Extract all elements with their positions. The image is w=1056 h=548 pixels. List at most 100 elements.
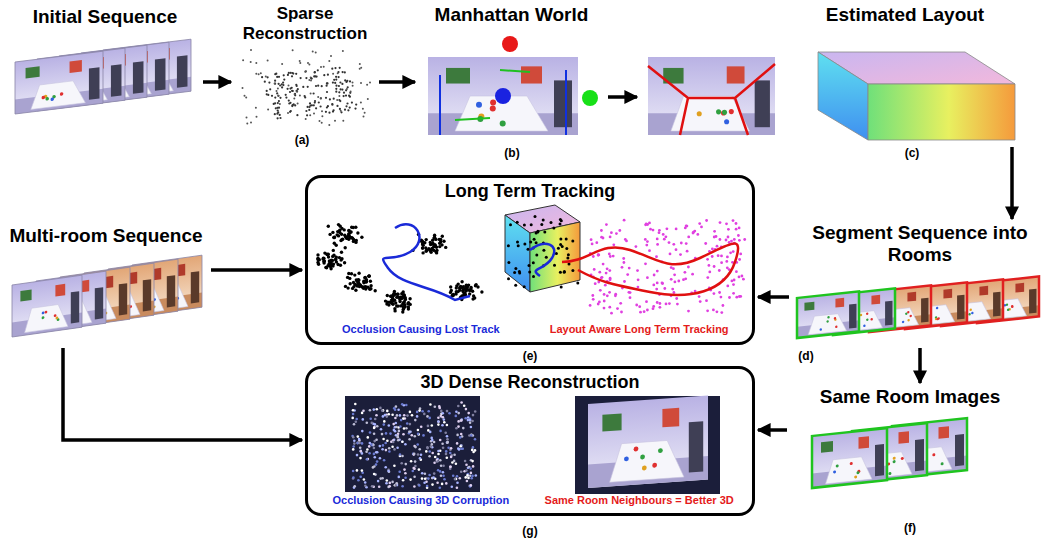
point — [456, 486, 459, 489]
point — [355, 104, 357, 106]
point — [349, 107, 351, 109]
point — [365, 280, 368, 283]
room-detail — [902, 321, 904, 324]
point — [414, 446, 417, 449]
point — [374, 289, 377, 292]
point — [445, 482, 448, 485]
room-shelf — [191, 271, 199, 303]
room-detail — [820, 328, 822, 331]
point — [675, 228, 678, 231]
point — [610, 312, 613, 315]
point — [295, 84, 297, 86]
point — [692, 231, 695, 234]
point — [716, 245, 719, 248]
point — [439, 486, 442, 489]
room-detail — [893, 460, 896, 463]
point — [530, 223, 533, 226]
point — [345, 95, 347, 97]
point — [436, 482, 439, 485]
point — [373, 473, 376, 476]
point — [332, 82, 334, 84]
point — [341, 238, 344, 241]
room-shelf — [957, 295, 964, 320]
point — [608, 291, 611, 294]
point — [416, 443, 419, 446]
point — [374, 423, 377, 426]
point — [408, 438, 411, 441]
room-detail — [907, 319, 909, 322]
point — [403, 294, 406, 297]
point — [276, 113, 278, 115]
room-poster — [20, 290, 31, 302]
point — [606, 294, 609, 297]
point — [563, 270, 566, 273]
point — [382, 438, 385, 441]
point — [699, 300, 702, 303]
point — [719, 238, 722, 241]
point — [343, 92, 345, 94]
point — [560, 219, 563, 222]
point — [331, 103, 333, 105]
room-detail — [634, 446, 639, 451]
room-wall — [588, 396, 708, 488]
point — [414, 465, 417, 468]
room-detail — [893, 457, 896, 460]
point — [606, 267, 609, 270]
point — [380, 428, 383, 431]
point — [267, 59, 269, 61]
room-photo — [15, 51, 103, 114]
room-detail — [836, 464, 839, 467]
point — [405, 463, 408, 466]
point — [559, 243, 562, 246]
point — [460, 419, 463, 422]
point — [402, 479, 405, 482]
point — [725, 260, 728, 263]
point — [307, 106, 309, 108]
point — [328, 233, 331, 236]
point — [600, 229, 603, 232]
point — [325, 97, 327, 99]
point — [323, 74, 325, 76]
point — [352, 82, 354, 84]
point — [418, 484, 421, 487]
point — [266, 90, 268, 92]
point — [646, 309, 649, 312]
point — [421, 241, 424, 244]
point — [470, 434, 473, 437]
room-shelf — [119, 283, 127, 315]
room-detail — [1011, 305, 1013, 308]
point — [310, 92, 312, 94]
point — [339, 239, 342, 242]
point — [528, 264, 531, 267]
point — [305, 70, 307, 72]
point — [402, 290, 405, 293]
flow-arrow — [918, 348, 922, 383]
point — [437, 453, 440, 456]
point — [291, 90, 293, 92]
point — [376, 425, 379, 428]
point — [336, 99, 338, 101]
point — [413, 453, 416, 456]
point — [594, 282, 597, 285]
point — [355, 420, 358, 423]
point — [332, 111, 334, 113]
point — [469, 467, 472, 470]
point — [363, 478, 366, 481]
point — [360, 236, 363, 239]
point — [279, 117, 281, 119]
point — [343, 228, 346, 231]
point — [671, 288, 674, 291]
room-detail — [968, 313, 970, 316]
point — [337, 72, 339, 74]
room-detail — [969, 308, 971, 311]
point — [460, 286, 463, 289]
point — [638, 305, 641, 308]
point — [557, 247, 560, 250]
point — [674, 281, 677, 284]
point — [401, 455, 404, 458]
point — [276, 90, 278, 92]
point — [291, 87, 293, 89]
point — [361, 430, 364, 433]
point — [653, 274, 656, 277]
room-poster — [70, 60, 84, 72]
